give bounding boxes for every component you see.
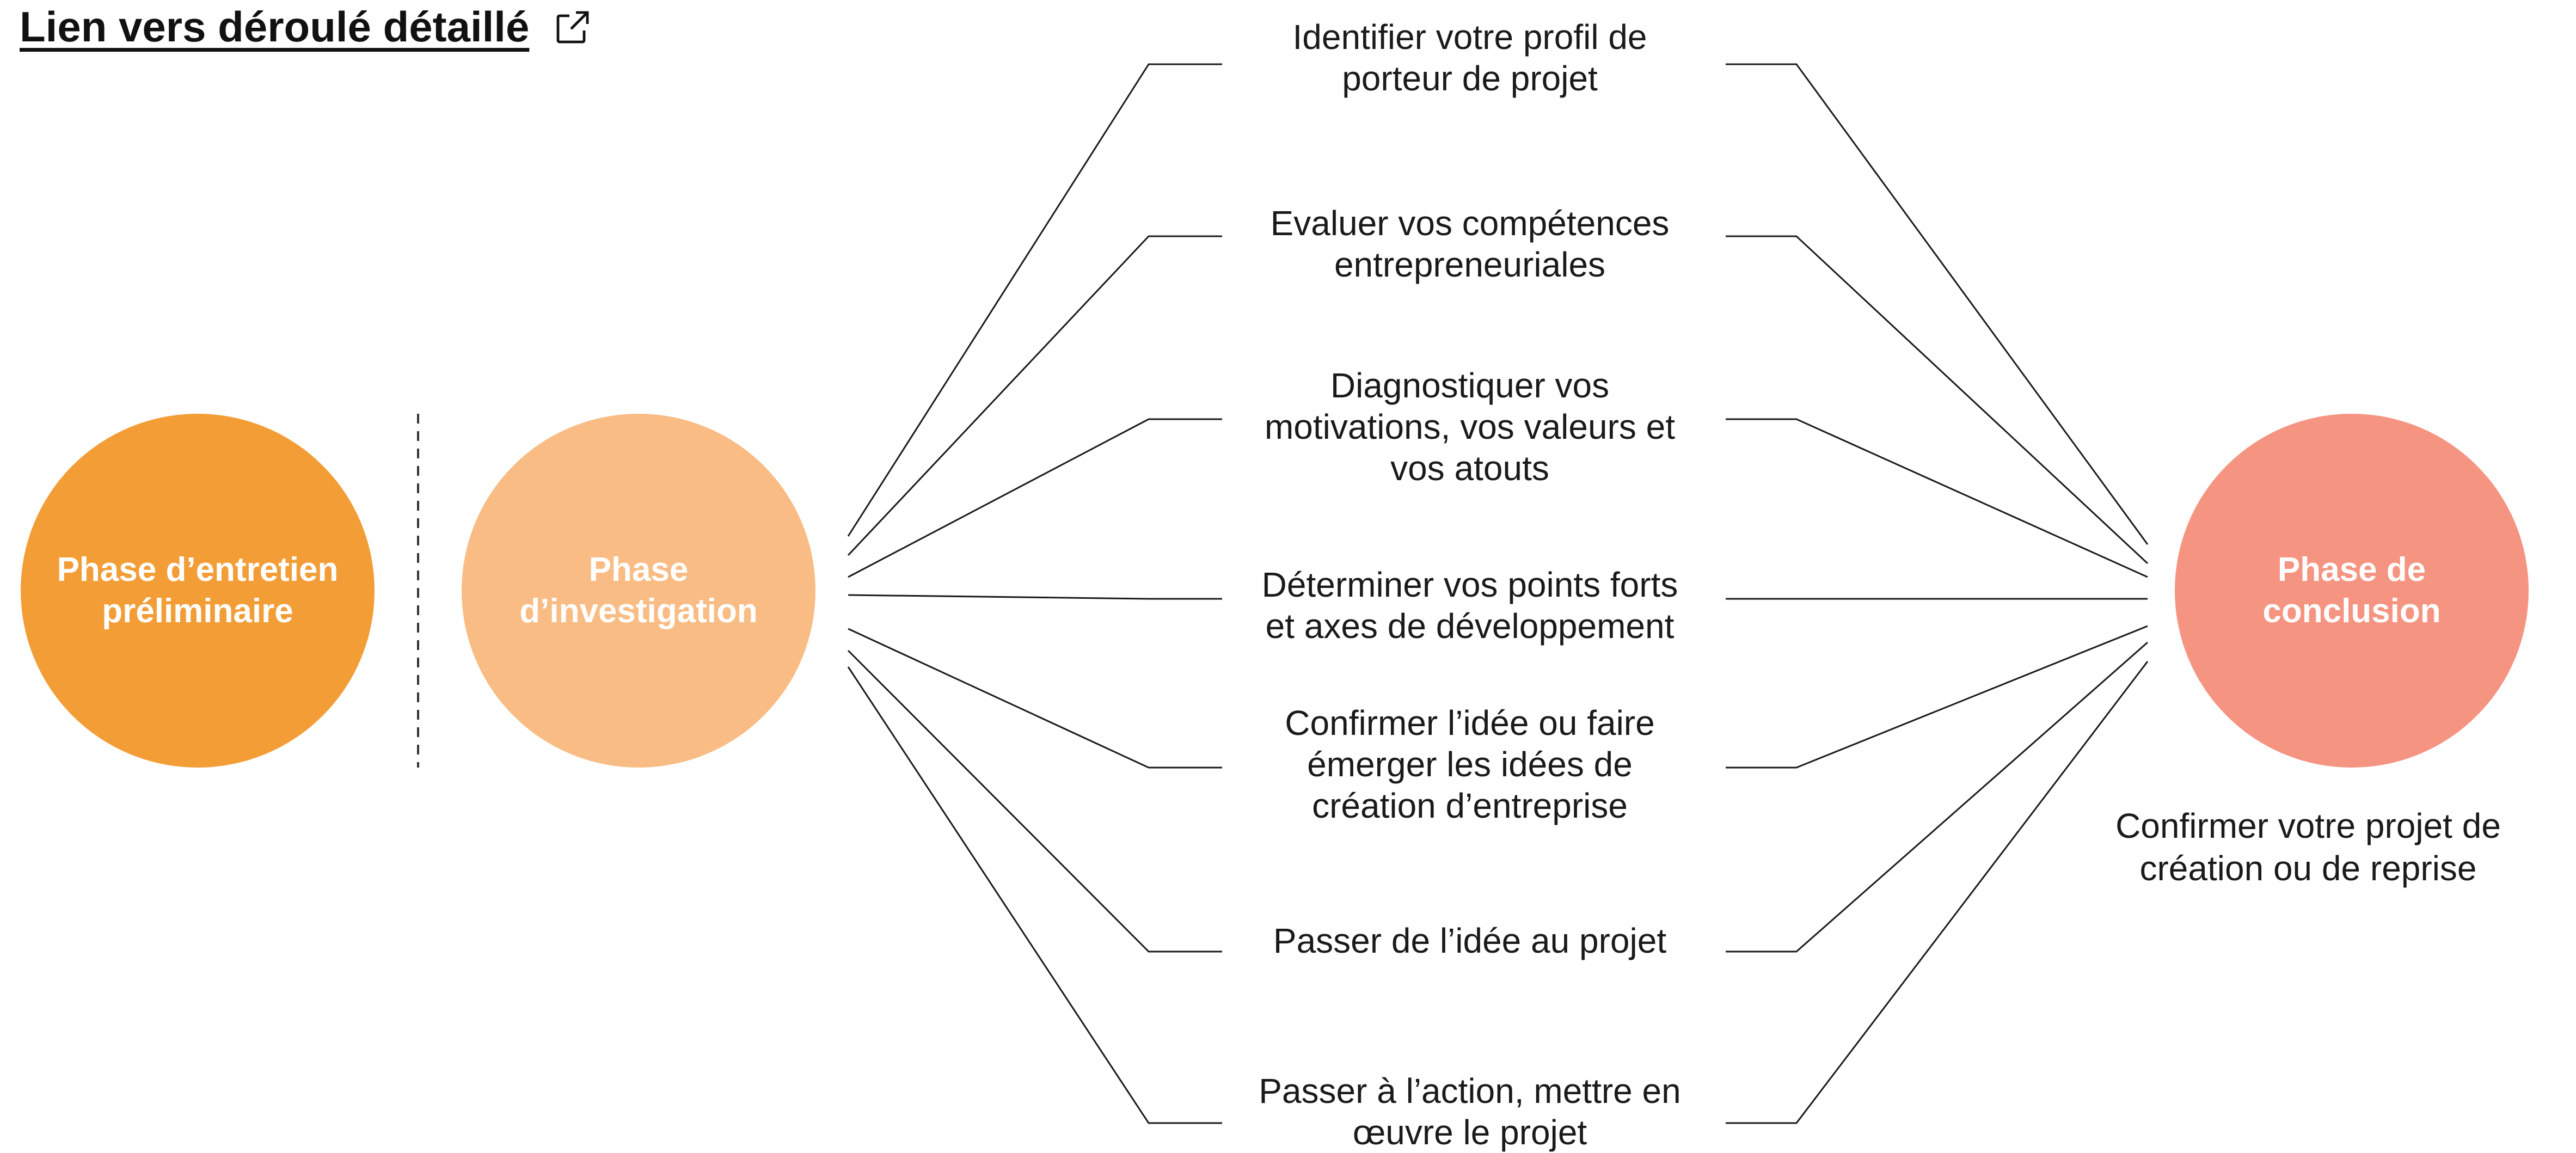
connector-left-2	[848, 418, 1222, 578]
step-diagnose-motivations: Diagnostiquer vos motivations, vos valeu…	[1264, 366, 1676, 488]
conclusion-caption: Confirmer votre projet de création ou de…	[2115, 806, 2501, 888]
connector-left-6	[847, 666, 1222, 1124]
connector-lines	[847, 63, 2149, 1124]
link-label: Lien vers déroulé détaillé	[20, 3, 530, 51]
connector-right-4	[1726, 625, 2148, 769]
connector-right-6	[1726, 661, 2149, 1124]
phase-preliminary-circle: Phase d’entretien préliminaire	[21, 414, 375, 768]
step-take-action: Passer à l’action, mettre en œuvre le pr…	[1259, 1071, 1681, 1152]
step-confirm-idea: Confirmer l’idée ou faire émerger les id…	[1285, 703, 1655, 825]
connector-left-4	[848, 628, 1222, 769]
phase-investigation-label: Phase d’investigation	[519, 551, 758, 630]
step-idea-to-project: Passer de l’idée au projet	[1273, 921, 1667, 960]
connector-left-5	[847, 649, 1222, 953]
external-link-icon	[556, 11, 589, 43]
connector-right-1	[1726, 235, 2149, 565]
phase-conclusion-label: Phase de conclusion	[2262, 551, 2441, 630]
connector-left-3	[848, 594, 1222, 600]
connector-left-1	[847, 235, 1222, 556]
phase-investigation-circle: Phase d’investigation	[462, 414, 815, 768]
connector-right-5	[1726, 641, 2148, 953]
detailed-agenda-link[interactable]: Lien vers déroulé détaillé	[20, 2, 592, 52]
step-strengths-development: Déterminer vos points forts et axes de d…	[1261, 565, 1678, 646]
connector-right-2	[1726, 418, 2148, 578]
step-identify-profile: Identifier votre profil de porteur de pr…	[1292, 17, 1647, 98]
step-evaluate-skills: Evaluer vos compétences entrepreneuriale…	[1270, 204, 1670, 284]
connector-left-0	[847, 63, 1222, 537]
connector-right-0	[1726, 63, 2149, 545]
phase-conclusion-circle: Phase de conclusion	[2175, 414, 2529, 768]
phase-preliminary-label: Phase d’entretien préliminaire	[57, 551, 339, 630]
